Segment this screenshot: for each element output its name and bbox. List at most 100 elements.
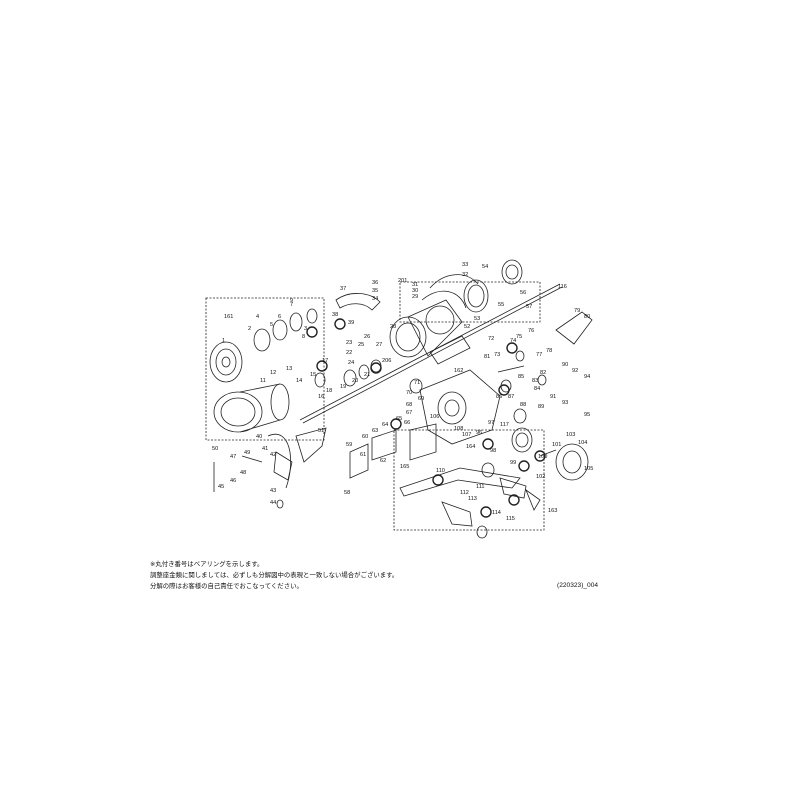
callout-40: 40 [256, 434, 262, 440]
callout-108: 108 [454, 426, 463, 432]
callout-110: 110 [436, 468, 445, 474]
callout-97: 97 [488, 420, 494, 426]
callout-51: 51 [318, 428, 324, 434]
callout-69: 69 [418, 396, 424, 402]
callout-50: 50 [212, 446, 218, 452]
callout-33: 33 [462, 262, 468, 268]
callout-12: 12 [270, 370, 276, 376]
callout-91: 91 [550, 394, 556, 400]
callout-103: 103 [566, 432, 575, 438]
callout-96: 96 [476, 430, 482, 436]
callout-86: 86 [496, 394, 502, 400]
callout-89: 89 [538, 404, 544, 410]
callout-163: 163 [548, 508, 557, 514]
spool-drag-knob [209, 341, 243, 383]
callout-15: 15 [310, 372, 316, 378]
callout-164: 164 [466, 444, 475, 450]
callout-77: 77 [536, 352, 542, 358]
callout-2: 2 [248, 326, 251, 332]
callout-37: 37 [340, 286, 346, 292]
callout-162: 162 [454, 368, 463, 374]
note-bearing: ※丸付き番号はベアリングを示します。 [150, 560, 264, 568]
callout-206: 206 [382, 358, 391, 364]
callout-72: 72 [488, 336, 494, 342]
callout-36: 36 [372, 280, 378, 286]
callout-14: 14 [296, 378, 302, 384]
callout-85: 85 [518, 374, 524, 380]
callout-64: 64 [382, 422, 388, 428]
callout-43: 43 [270, 488, 276, 494]
callout-82: 82 [540, 370, 546, 376]
callout-107: 107 [462, 432, 471, 438]
callout-62: 62 [380, 458, 386, 464]
callout-114: 114 [492, 510, 501, 516]
callout-48: 48 [240, 470, 246, 476]
callout-41: 41 [262, 446, 268, 452]
callout-30: 30 [412, 288, 418, 294]
callout-45: 45 [218, 484, 224, 490]
callout-8: 8 [302, 334, 305, 340]
callout-93: 93 [562, 400, 568, 406]
callout-57: 57 [526, 304, 532, 310]
callout-19: 19 [340, 384, 346, 390]
callout-79: 79 [574, 308, 580, 314]
callout-94: 94 [584, 374, 590, 380]
callout-68: 68 [406, 402, 412, 408]
callout-116: 116 [558, 284, 567, 290]
note-shims: 調整座金類に関しましては、必ずしも分解図中の表現と一致しない場合がございます。 [150, 571, 399, 579]
callout-24: 24 [348, 360, 354, 366]
drive-gear [463, 279, 489, 313]
callout-22: 22 [346, 350, 352, 356]
callout-5: 5 [270, 322, 273, 328]
callout-31: 31 [412, 282, 418, 288]
reel-foot [295, 427, 327, 463]
callout-88: 88 [520, 402, 526, 408]
callout-23: 23 [346, 340, 352, 346]
callout-98: 98 [490, 448, 496, 454]
callout-29: 29 [412, 294, 418, 300]
callout-13: 13 [286, 366, 292, 372]
main-gear [511, 427, 533, 453]
callout-63: 63 [372, 428, 378, 434]
handle-knob [441, 501, 473, 527]
callout-71: 71 [414, 380, 420, 386]
callout-75: 75 [516, 334, 522, 340]
callout-101: 101 [552, 442, 561, 448]
callout-44: 44 [270, 500, 276, 506]
group-box-rotor-201 [399, 281, 541, 323]
callout-35: 35 [372, 288, 378, 294]
callout-117: 117 [500, 422, 509, 428]
reel-body [419, 369, 501, 445]
callout-38: 38 [332, 312, 338, 318]
callout-113: 113 [468, 496, 477, 502]
callout-16: 16 [318, 394, 324, 400]
callout-66: 66 [404, 420, 410, 426]
handle-arm [399, 467, 521, 497]
callout-21: 21 [364, 372, 370, 378]
callout-52: 52 [464, 324, 470, 330]
callout-67: 67 [406, 410, 412, 416]
callout-201: 201 [398, 278, 407, 284]
callout-99: 99 [510, 460, 516, 466]
callout-54: 54 [482, 264, 488, 270]
callout-112: 112 [460, 490, 469, 496]
callout-73: 73 [494, 352, 500, 358]
group-box-spool-161 [205, 297, 325, 441]
callout-46: 46 [230, 478, 236, 484]
callout-61: 61 [360, 452, 366, 458]
callout-26: 26 [364, 334, 370, 340]
callout-53: 53 [474, 316, 480, 322]
callout-1: 1 [222, 338, 225, 344]
callout-165: 165 [400, 464, 409, 470]
callout-27: 27 [376, 342, 382, 348]
callout-105: 105 [584, 466, 593, 472]
callout-20: 20 [352, 378, 358, 384]
callout-92: 92 [572, 368, 578, 374]
callout-84: 84 [534, 386, 540, 392]
callout-6: 6 [278, 314, 281, 320]
callout-90: 90 [562, 362, 568, 368]
callout-78: 78 [546, 348, 552, 354]
callout-80: 80 [584, 314, 590, 320]
